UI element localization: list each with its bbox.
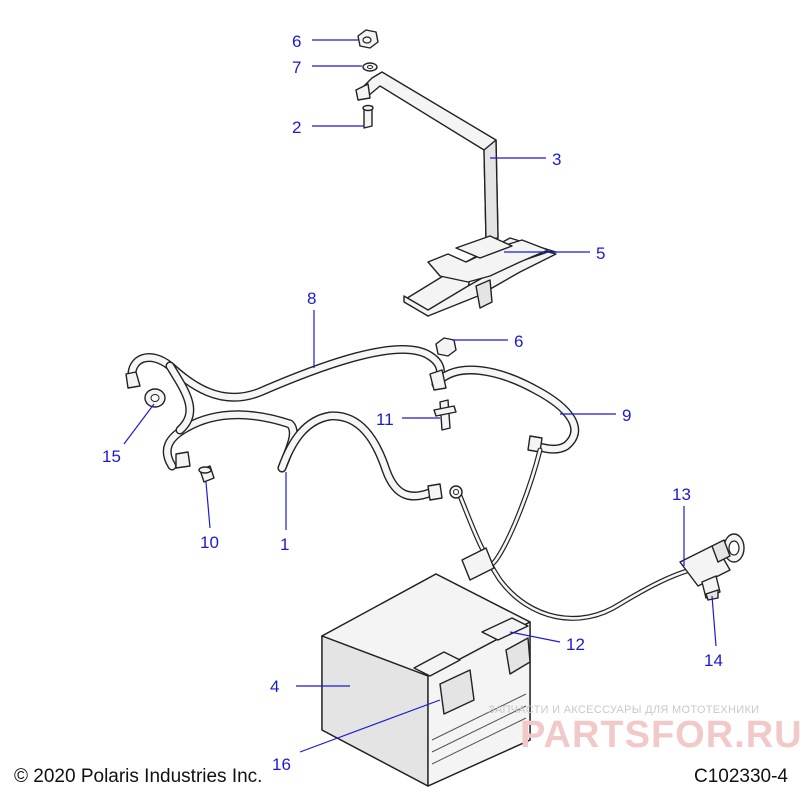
main-harness xyxy=(127,345,445,501)
grommet xyxy=(144,388,166,408)
label-6-mid: 6 xyxy=(514,332,523,351)
label-8: 8 xyxy=(307,289,316,308)
battery-bracket xyxy=(403,235,557,317)
label-11: 11 xyxy=(376,410,394,429)
callout-labels: 6 7 2 3 5 8 6 11 9 15 10 1 13 14 12 4 16 xyxy=(102,32,723,774)
label-9: 9 xyxy=(622,406,631,425)
label-10: 10 xyxy=(200,533,219,552)
accessory-socket xyxy=(679,533,745,587)
washer xyxy=(362,62,378,72)
label-14: 14 xyxy=(704,651,723,670)
leader-lines xyxy=(123,39,717,753)
label-1: 1 xyxy=(280,535,289,554)
label-5: 5 xyxy=(596,244,605,263)
nut-top xyxy=(357,29,379,49)
watermark-logo: PARTSFOR.RU xyxy=(520,714,800,756)
label-7: 7 xyxy=(292,58,301,77)
harness-branch xyxy=(125,365,580,501)
fastener xyxy=(198,465,215,483)
battery xyxy=(321,573,531,787)
drawing-id: C102330-4 xyxy=(693,766,788,787)
label-16: 16 xyxy=(272,755,291,774)
connector-clip xyxy=(701,575,721,601)
accessory-wire xyxy=(449,447,693,621)
copyright-notice: © 2020 Polaris Industries Inc. xyxy=(14,766,263,787)
label-6-top: 6 xyxy=(292,32,301,51)
label-12: 12 xyxy=(566,635,585,654)
nut-mid xyxy=(435,337,457,357)
bolt xyxy=(362,104,374,129)
hold-down-strap xyxy=(355,71,499,241)
label-3: 3 xyxy=(552,150,561,169)
label-4: 4 xyxy=(270,677,279,696)
watermark-tagline: ЗАПЧАСТИ И АКСЕССУАРЫ ДЛЯ МОТОТЕХНИКИ xyxy=(488,704,760,716)
stud xyxy=(433,399,457,431)
label-2: 2 xyxy=(292,118,301,137)
label-13: 13 xyxy=(672,485,691,504)
label-15: 15 xyxy=(102,447,121,466)
